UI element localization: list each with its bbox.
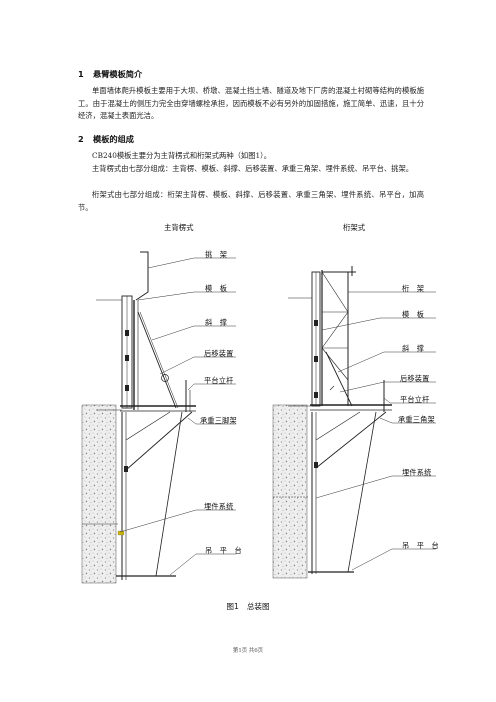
right-label-formwork: 模 板 <box>402 310 425 319</box>
left-label-diagonal-brace: 斜 撑 <box>205 318 228 327</box>
left-leader-lines <box>119 257 236 576</box>
left-assembly-drawing <box>81 251 236 584</box>
section-1-heading: 1 悬臂模板简介 <box>78 68 142 80</box>
right-label-retreat-device: 后移装置 <box>400 374 430 383</box>
figure-caption-number: 图1 <box>226 602 239 611</box>
section-1-number: 1 <box>78 69 84 79</box>
right-support-truss <box>315 411 387 469</box>
right-leader-lines <box>315 291 436 571</box>
right-diagonal-brace <box>325 351 353 407</box>
section-2-paragraph-2: 主背楞式由七部分组成：主背楞、模板、斜撑、后移装置、承重三角架、埋件系统、吊平台… <box>92 164 414 173</box>
left-embed-anchor <box>117 530 125 536</box>
figure-left-title: 主背楞式 <box>164 223 194 232</box>
left-label-retreat-device: 后移装置 <box>204 349 234 358</box>
left-cantilever-bracket <box>135 251 149 301</box>
right-concrete-wall <box>272 404 308 579</box>
right-label-diagonal-brace: 斜 撑 <box>402 344 425 353</box>
right-label-embed-system: 埋件系统 <box>402 468 432 477</box>
left-label-cantilever: 挑 架 <box>205 250 228 259</box>
left-hanger-rod <box>155 411 183 577</box>
section-2-title: 模板的组成 <box>93 134 134 144</box>
right-label-support-truss: 承重三角架 <box>398 415 435 424</box>
right-truss-web <box>321 271 349 313</box>
section-2-number: 2 <box>78 134 84 144</box>
left-support-truss <box>125 411 193 471</box>
section-2-paragraph-1: CB240模板主要分为主背楞式和桁架式两种（如图1）。 <box>92 151 272 160</box>
section-1-title: 悬臂模板简介 <box>93 69 143 79</box>
section-1-paragraph: 单面墙体爬升模板主要用于大坝、桥墩、混凝土挡土墙、隧道及地下厂房的混凝土衬砌等结… <box>78 86 424 121</box>
assembly-diagram <box>81 251 436 584</box>
figure-caption: 图1 总装图 <box>0 601 496 612</box>
left-diagonal-brace <box>137 311 177 409</box>
figure-right-title: 桁架式 <box>343 223 366 232</box>
figure-caption-text: 总装图 <box>246 602 270 611</box>
right-label-hanging-platform: 吊 平 台 <box>402 541 439 550</box>
left-label-support-truss: 承重三脚架 <box>200 416 237 425</box>
left-label-formwork: 模 板 <box>205 284 228 293</box>
section-2-paragraph-3: 桁架式由七部分组成：桁架主背楞、模板、斜撑、后移装置、承重三角架、埋件系统、吊平… <box>78 190 424 212</box>
right-hanger-rod <box>347 411 377 573</box>
left-label-hanging-platform: 吊 平 台 <box>205 546 242 555</box>
right-label-platform-post: 平台立杆 <box>400 395 430 404</box>
left-label-embed-system: 埋件系统 <box>204 502 234 511</box>
page-footer: 第1页 共6页 <box>232 648 264 654</box>
section-2-heading: 2 模板的组成 <box>78 133 134 145</box>
left-concrete-wall <box>81 404 117 584</box>
right-label-truss: 桁 架 <box>402 284 425 293</box>
right-assembly-drawing <box>272 266 436 579</box>
left-label-platform-post: 平台立杆 <box>204 376 234 385</box>
